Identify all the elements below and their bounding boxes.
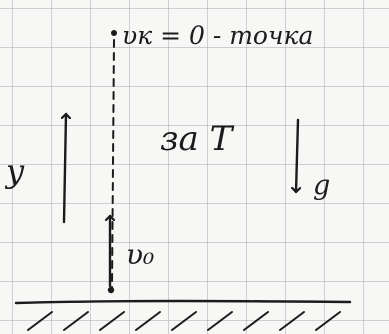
trajectory-dashed-line (111, 39, 115, 289)
time-label: за T (160, 119, 235, 159)
ground-line (14, 299, 352, 305)
y-axis-arrow (64, 112, 66, 224)
initial-velocity-label: υ₀ (126, 238, 154, 271)
top-point (111, 30, 117, 36)
gravity-arrow (296, 118, 298, 194)
top-velocity-label: υк = 0 - точка (122, 21, 313, 50)
y-axis-label: y (4, 152, 25, 190)
gravity-label: g (313, 170, 330, 201)
launch-point (107, 286, 115, 294)
ground-hatching (27, 311, 341, 331)
